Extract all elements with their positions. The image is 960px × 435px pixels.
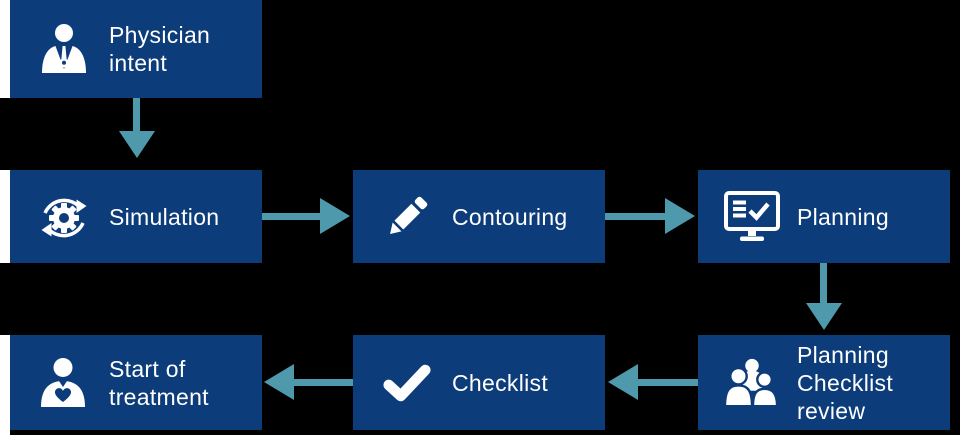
arrow-stem	[262, 213, 321, 220]
checkmark-icon	[375, 363, 439, 403]
label-line: Physician	[109, 22, 211, 48]
node-start-of-treatment: Start of treatment	[10, 335, 262, 430]
pencil-icon	[375, 192, 439, 242]
patient-heart-icon	[32, 357, 96, 409]
arrow-head-left-icon	[608, 364, 638, 400]
left-edge-strip	[0, 335, 10, 435]
node-label: Physician intent	[109, 21, 210, 77]
node-label: Checklist	[452, 369, 548, 397]
node-label: Planning	[797, 203, 889, 231]
arrow-head-down-icon	[119, 131, 155, 158]
arrow-stem	[605, 213, 666, 220]
node-checklist: Checklist	[353, 335, 605, 430]
label-line: treatment	[109, 383, 209, 410]
arrow-head-down-icon	[806, 303, 842, 330]
arrow-head-right-icon	[665, 198, 695, 234]
label-line: Contouring	[452, 203, 568, 230]
physician-icon	[32, 23, 96, 75]
arrow-stem	[293, 379, 353, 386]
left-edge-strip	[0, 0, 10, 98]
arrow-stem	[637, 379, 698, 386]
node-contouring: Contouring	[353, 170, 605, 263]
node-label: Start of treatment	[109, 355, 209, 411]
label-line: review	[797, 397, 866, 424]
node-planning: Planning	[698, 170, 950, 263]
label-line: intent	[109, 50, 168, 76]
arrow-head-left-icon	[264, 364, 294, 400]
arrow-stem	[820, 263, 827, 304]
arrow-head-right-icon	[320, 198, 350, 234]
monitor-checklist-icon	[720, 190, 784, 243]
label-line: Simulation	[109, 203, 220, 230]
node-physician-intent: Physician intent	[10, 0, 262, 98]
node-label: Simulation	[109, 203, 219, 231]
label-line: Start of	[109, 355, 186, 382]
label-line: Checklist	[452, 369, 549, 396]
left-edge-strip	[0, 170, 10, 263]
gear-cycle-icon	[32, 185, 96, 249]
node-planning-checklist-review: Planning Checklist review	[698, 335, 950, 430]
node-label: Planning Checklist review	[797, 341, 893, 425]
label-line: Checklist	[797, 369, 894, 396]
node-label: Contouring	[452, 203, 568, 231]
label-line: Planning	[797, 203, 889, 230]
label-line: Planning	[797, 341, 889, 368]
node-simulation: Simulation	[10, 170, 262, 263]
arrow-stem	[133, 98, 140, 132]
team-icon	[720, 357, 784, 409]
